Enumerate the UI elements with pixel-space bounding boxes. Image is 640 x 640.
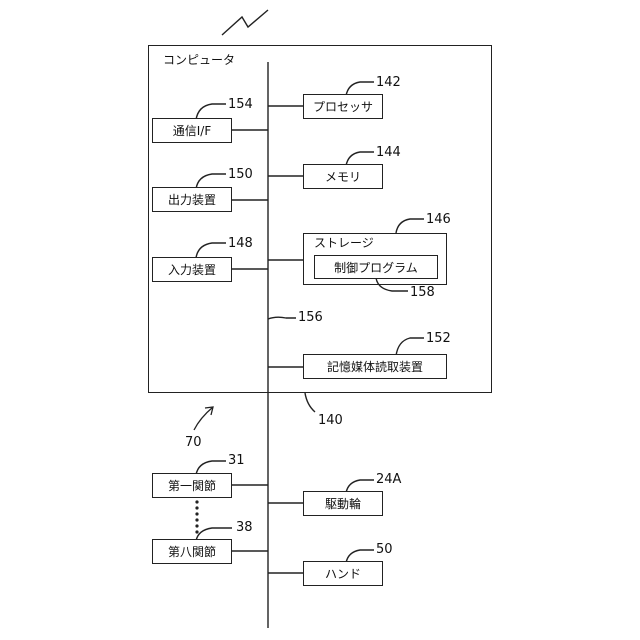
output-device-block: 出力装置 [152,187,232,212]
comm-if-block: 通信I/F [152,118,232,143]
output-device-ref: 150 [228,168,253,182]
system-ref: 70 [185,436,202,450]
memory-ref: 144 [376,146,401,160]
media-reader-ref: 152 [426,332,451,346]
ellipsis-dots [195,500,198,533]
memory-block: メモリ [303,164,383,189]
joint-eighth-block: 第八関節 [152,539,232,564]
comm-if-label: 通信I/F [173,122,212,139]
input-device-block: 入力装置 [152,257,232,282]
joint-eighth-label: 第八関節 [168,543,216,560]
memory-label: メモリ [325,168,361,185]
hand-ref: 50 [376,543,393,557]
bus-ref: 156 [298,311,323,325]
control-program-label: 制御プログラム [334,259,418,276]
processor-ref: 142 [376,76,401,90]
control-program-block: 制御プログラム [314,255,438,279]
storage-ref: 146 [426,213,451,227]
hand-block: ハンド [303,561,383,586]
media-reader-block: 記憶媒体読取装置 [303,354,447,379]
drive-wheel-block: 駆動輪 [303,491,383,516]
input-device-ref: 148 [228,237,253,251]
media-reader-label: 記憶媒体読取装置 [327,358,423,375]
zigzag-mark [222,10,268,35]
drive-wheel-label: 駆動輪 [325,495,361,512]
joint-eighth-ref: 38 [236,521,253,535]
joint-first-ref: 31 [228,454,245,468]
hand-label: ハンド [325,565,361,582]
drive-wheel-ref: 24A [376,473,401,487]
joint-first-block: 第一関節 [152,473,232,498]
processor-label: プロセッサ [313,98,373,115]
input-device-label: 入力装置 [168,261,216,278]
processor-block: プロセッサ [303,94,383,119]
output-device-label: 出力装置 [168,191,216,208]
computer-label: コンピュータ [163,53,235,67]
computer-ref: 140 [318,414,343,428]
leader-140 [305,393,315,412]
comm-if-ref: 154 [228,98,253,112]
control-program-ref: 158 [410,286,435,300]
storage-label: ストレージ [314,236,374,250]
joint-first-label: 第一関節 [168,477,216,494]
arrow-70 [194,407,213,430]
